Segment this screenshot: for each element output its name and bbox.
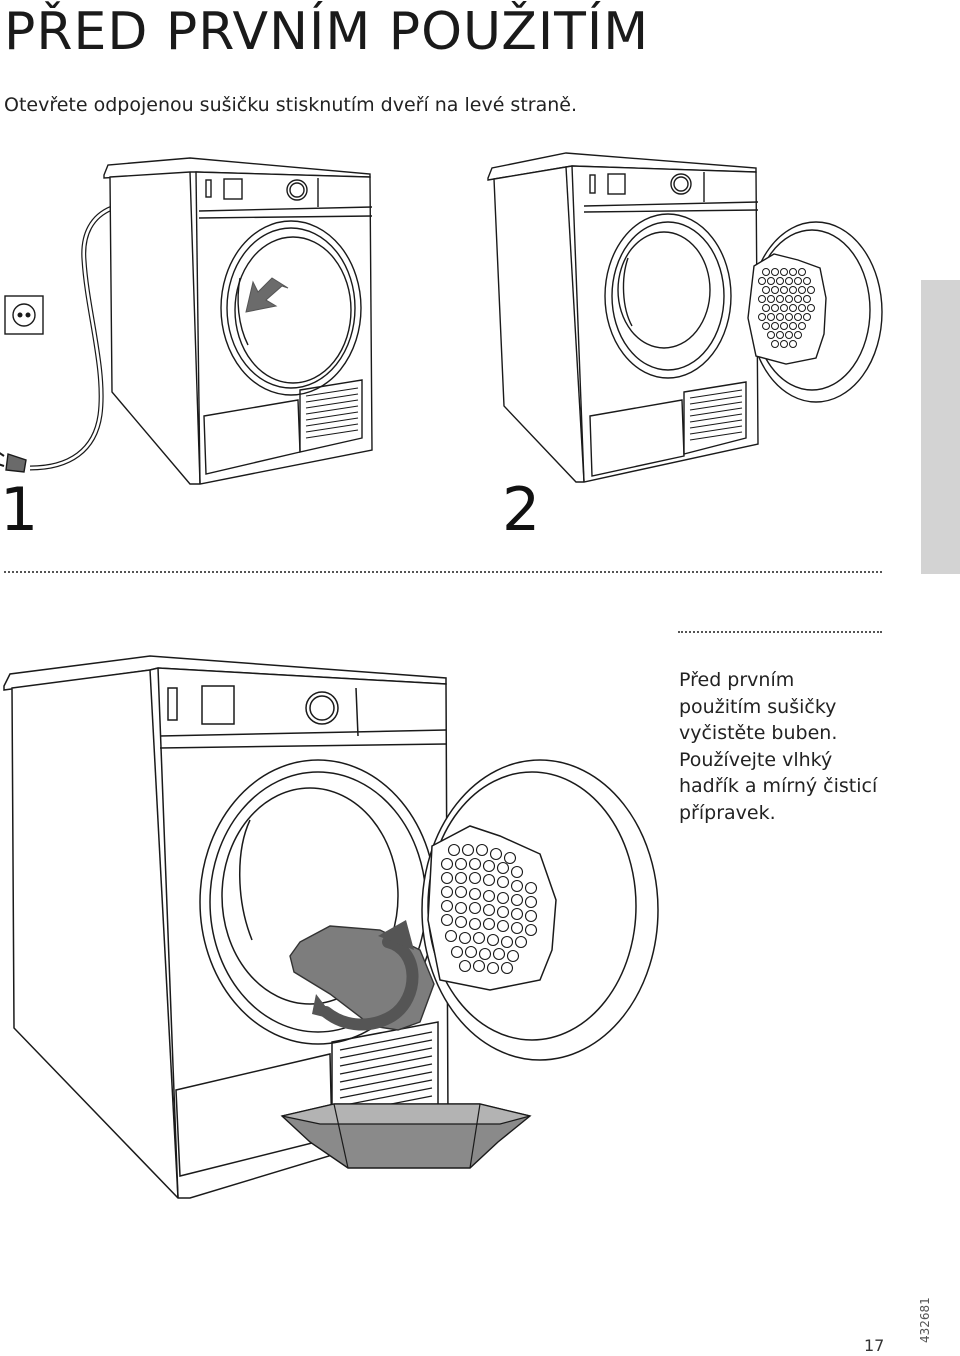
note-line: vyčistěte buben. (679, 722, 838, 744)
note-line: hadřík a mírný čisticí (679, 775, 878, 797)
power-plug-icon (0, 452, 27, 473)
dryer-cleaning-illustration (3, 655, 659, 1199)
door-filter-holes (440, 843, 538, 975)
page-title: PŘED PRVNÍM POUŽITÍM (4, 2, 650, 62)
step-number-2: 2 (502, 475, 541, 545)
page-number: 17 (864, 1336, 885, 1355)
document-id: 432681 (918, 1297, 932, 1343)
note-line: Používejte vlhký (679, 748, 833, 771)
dryer-closed-illustration (0, 157, 373, 485)
dryer-open-illustration (487, 152, 883, 483)
dotted-divider (4, 571, 882, 573)
side-tab-marker (921, 280, 960, 574)
collection-tray (280, 1103, 532, 1169)
wall-socket-icon (4, 295, 44, 335)
press-arrow-icon (245, 277, 289, 313)
filter-holes (758, 268, 815, 348)
note-line: přípravek. (679, 801, 776, 824)
intro-text: Otevřete odpojenou sušičku stisknutím dv… (4, 94, 578, 116)
note-line: Před prvním (679, 669, 795, 691)
step-number-1: 1 (0, 475, 39, 545)
rotation-arrow-icon (312, 920, 419, 1031)
cleaning-note: Před prvním použitím sušičky vyčistěte b… (679, 667, 909, 826)
note-line: použitím sušičky (679, 695, 837, 718)
note-divider (678, 631, 882, 633)
